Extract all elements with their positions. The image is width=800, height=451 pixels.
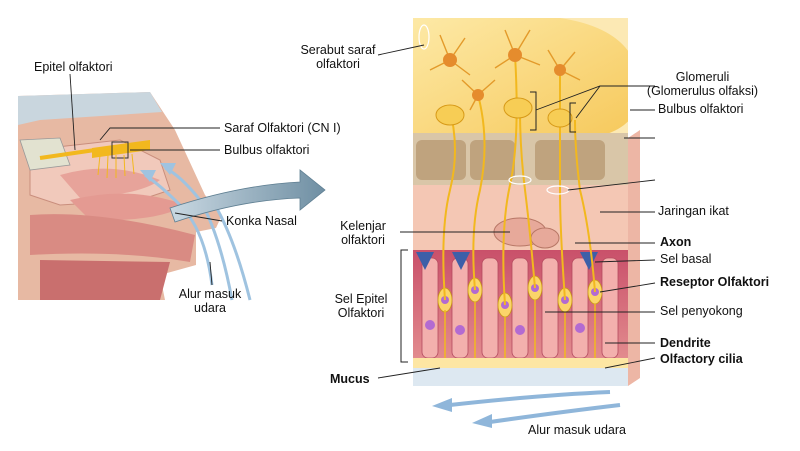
label-serabut-saraf-line1: Serabut saraf [300,43,376,57]
label-kelenjar-line2: olfaktori [341,233,385,248]
label-bulbus-olfaktori-right: Bulbus olfaktori [658,102,744,116]
label-jaringan-ikat: Jaringan ikat [658,204,729,218]
label-reseptor-olfaktori: Reseptor Olfaktori [660,275,770,289]
label-alur-masuk-udara-left-line2: udara [194,301,226,316]
label-sel-epitel-line1: Sel Epitel [334,292,388,306]
label-serabut-saraf-line2: olfaktori [316,57,360,72]
label-dendrite: Dendrite [660,336,711,350]
zoom-arrow [169,169,326,223]
label-epitel-olfaktori: Epitel olfaktori [34,60,113,74]
label-serabut-saraf: Serabut saraf olfaktori [296,43,380,72]
left-leader-lines [69,73,223,286]
label-saraf-olfaktori: Saraf Olfaktori (CN I) [224,121,341,135]
label-sel-epitel-olfaktori: Sel Epitel Olfaktori [324,292,398,321]
air-flow-bottom [449,390,621,424]
label-axon: Axon [660,235,692,249]
label-bulbus-olfaktori-left: Bulbus olfaktori [224,143,310,157]
label-konka-nasal: Konka Nasal [226,214,297,228]
head-cross-section [18,92,222,300]
label-kelenjar-line1: Kelenjar [340,219,386,233]
label-glomeruli: Glomeruli (Glomerulus olfaksi) [640,70,765,99]
label-sel-basal: Sel basal [660,252,712,266]
label-sel-epitel-line2: Olfaktori [337,306,385,321]
mitral-cells [429,29,581,111]
label-alur-masuk-udara-left-line1: Alur masuk [178,287,242,301]
dendrites [444,300,596,358]
label-kelenjar-olfaktori: Kelenjar olfaktori [328,219,398,248]
glomeruli [435,97,573,128]
label-sel-penyokong: Sel penyokong [660,304,743,318]
label-glomeruli-line1: Glomeruli [675,70,730,84]
label-alur-masuk-udara-bottom: Alur masuk udara [528,423,626,437]
label-glomeruli-line2: (Glomerulus olfaksi) [646,84,759,99]
label-alur-masuk-udara-left: Alur masuk udara [170,287,250,316]
label-mucus: Mucus [330,372,370,386]
right-leader-lines [377,44,656,379]
label-olfactory-cilia: Olfactory cilia [660,352,743,366]
